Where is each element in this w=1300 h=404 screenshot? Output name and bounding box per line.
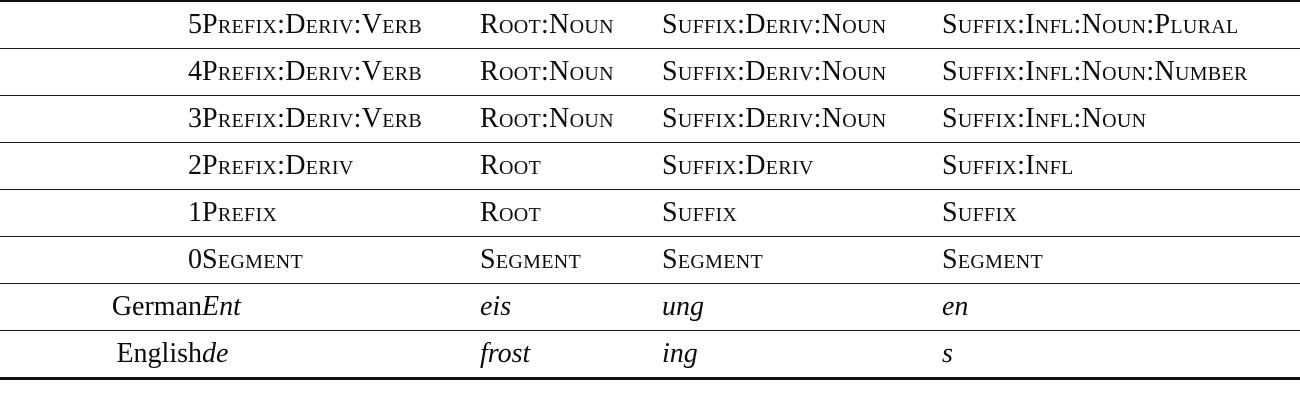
cell-root: Root:Noun <box>480 95 662 143</box>
table-row-german: German Ent eis ung en <box>0 283 1300 331</box>
cell-suffix-2: Suffix:Infl:Noun <box>942 95 1300 143</box>
morphology-table: 5 Prefix:Deriv:Verb Root:Noun Suffix:Der… <box>0 0 1300 380</box>
cell-morpheme-4: s <box>942 330 1300 379</box>
row-label: 5 <box>188 9 202 40</box>
row-label: 2 <box>0 142 202 190</box>
cell-morpheme-2: eis <box>480 283 662 331</box>
cell-prefix: Prefix:Deriv:Verb <box>202 95 480 143</box>
cell-prefix: Prefix:Deriv:Verb <box>202 9 423 40</box>
cell-prefix: Prefix:Deriv:Verb <box>202 48 480 96</box>
cell-root: Root <box>480 142 662 190</box>
cell-morpheme-3: ung <box>662 283 942 331</box>
table-row-level-1: 1 Prefix Root Suffix Suffix <box>0 189 1300 237</box>
cell-suffix-1: Suffix <box>662 189 942 237</box>
cell-root: Root:Noun <box>480 9 614 40</box>
row-label: 0 <box>0 236 202 284</box>
cell-segment-4: Segment <box>942 236 1300 284</box>
row-label: German <box>0 283 202 331</box>
table-row-level-4: 4 Prefix:Deriv:Verb Root:Noun Suffix:Der… <box>0 48 1300 96</box>
cell-morpheme-2: frost <box>480 330 662 379</box>
cell-morpheme-1: Ent <box>202 283 480 331</box>
table-row-level-2: 2 Prefix:Deriv Root Suffix:Deriv Suffix:… <box>0 142 1300 190</box>
cell-suffix-1: Suffix:Deriv:Noun <box>662 48 942 96</box>
row-label: 1 <box>0 189 202 237</box>
cell-morpheme-1: de <box>202 330 480 379</box>
cell-root: Root <box>480 189 662 237</box>
cell-root: Root:Noun <box>480 48 662 96</box>
row-label: 3 <box>0 95 202 143</box>
cell-suffix-1: Suffix:Deriv:Noun <box>662 9 887 40</box>
cell-prefix: Prefix:Deriv <box>202 142 480 190</box>
row-label: English <box>0 330 202 379</box>
cell-suffix-2: Suffix:Infl:Noun:Number <box>942 48 1300 96</box>
table-row-english: English de frost ing s <box>0 330 1300 379</box>
table-row-level-3: 3 Prefix:Deriv:Verb Root:Noun Suffix:Der… <box>0 95 1300 143</box>
cell-suffix-2: Suffix:Infl:Noun:Plural <box>942 9 1239 40</box>
cell-segment-1: Segment <box>202 236 480 284</box>
cell-morpheme-3: ing <box>662 330 942 379</box>
table-row-level-5: 5 Prefix:Deriv:Verb Root:Noun Suffix:Der… <box>0 1 1300 49</box>
cell-morpheme-4: en <box>942 283 1300 331</box>
cell-suffix-2: Suffix:Infl <box>942 142 1300 190</box>
row-label: 4 <box>0 48 202 96</box>
cell-prefix: Prefix <box>202 189 480 237</box>
cell-suffix-1: Suffix:Deriv <box>662 142 942 190</box>
table-row-level-0: 0 Segment Segment Segment Segment <box>0 236 1300 284</box>
cell-segment-3: Segment <box>662 236 942 284</box>
cell-suffix-1: Suffix:Deriv:Noun <box>662 95 942 143</box>
cell-suffix-2: Suffix <box>942 189 1300 237</box>
cell-segment-2: Segment <box>480 236 662 284</box>
